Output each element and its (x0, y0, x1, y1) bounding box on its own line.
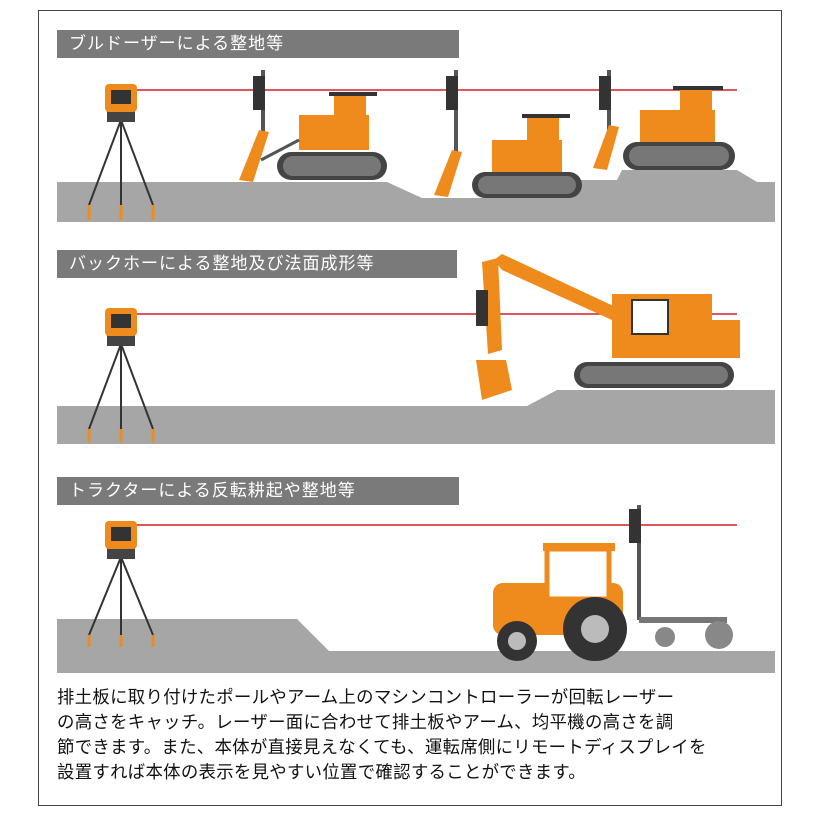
ground (57, 390, 775, 444)
bulldozer-3-icon (593, 70, 735, 170)
tractor-icon (493, 505, 733, 661)
section-title-backhoe: バックホーによる整地及び法面成形等 (57, 250, 457, 278)
section-title-bulldozer: ブルドーザーによる整地等 (57, 30, 459, 58)
rotating-laser-icon (87, 84, 155, 220)
tractor-scene (57, 505, 775, 673)
rotating-laser-icon (87, 521, 155, 647)
backhoe-scene (57, 254, 775, 444)
backhoe-icon (476, 254, 740, 400)
description-line: 設置すれば本体の表示を見やすい位置で確認することができます。 (57, 763, 586, 783)
rotating-laser-icon (87, 308, 155, 442)
bulldozer-scene (57, 70, 775, 222)
description-line: の高さをキャッチ。レーザー面に合わせて排土板やアーム、均平機の高さを調 (57, 713, 674, 733)
section-title-tractor: トラクターによる反転耕起や整地等 (57, 477, 459, 505)
tractor-panel: トラクターによる反転耕起や整地等 (57, 477, 775, 673)
bulldozer-panel: ブルドーザーによる整地等 (57, 30, 775, 222)
bulldozer-2-icon (434, 70, 582, 198)
ground (57, 170, 775, 222)
backhoe-panel: バックホーによる整地及び法面成形等 (57, 250, 775, 444)
description-line: 節できます。また、本体が直接見えなくても、運転席側にリモートディスプレイを (57, 738, 707, 758)
description-line: 排土板に取り付けたポールやアーム上のマシンコントローラーが回転レーザー (57, 688, 675, 708)
bulldozer-1-icon (239, 70, 387, 182)
description: 排土板に取り付けたポールやアーム上のマシンコントローラーが回転レーザー の高さを… (57, 686, 769, 786)
